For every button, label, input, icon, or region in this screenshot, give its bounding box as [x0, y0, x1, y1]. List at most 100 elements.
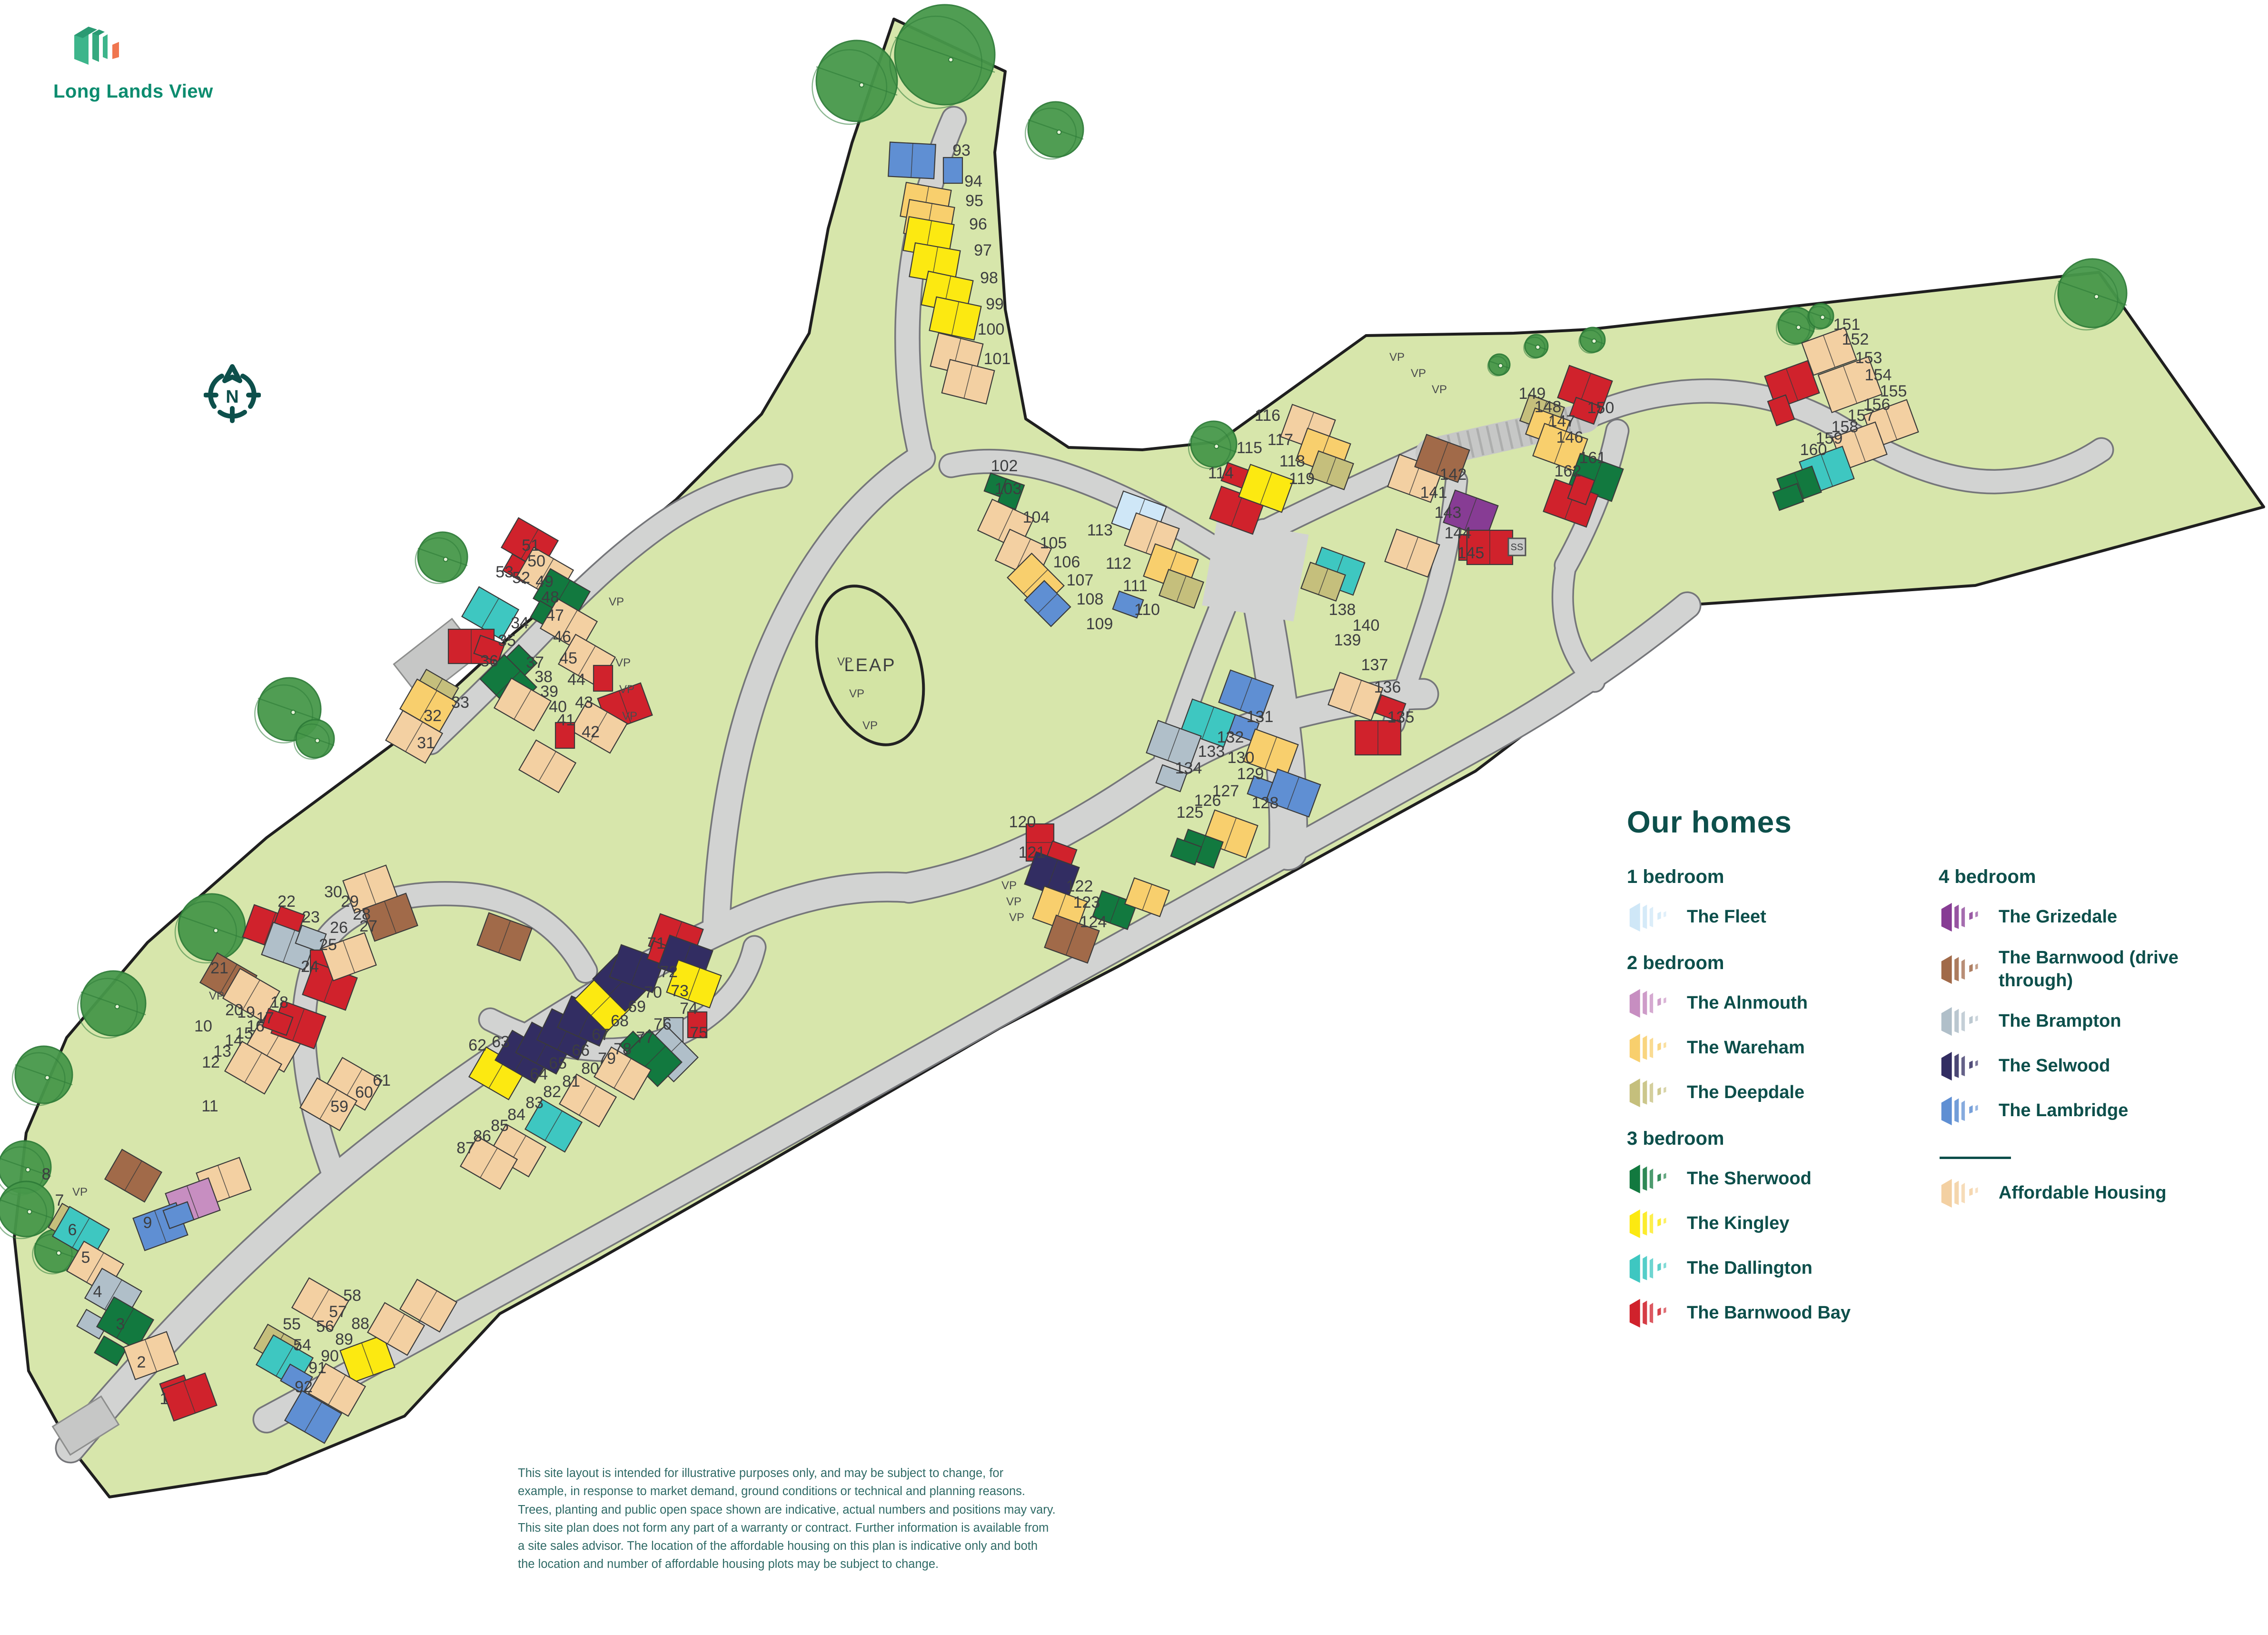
plot-number-52: 52 [512, 569, 530, 587]
plot-number-16: 16 [247, 1017, 265, 1035]
plot-number-78: 78 [614, 1040, 632, 1058]
house-plot-4-sh [94, 1335, 127, 1367]
long-lands-view-logo-icon [74, 27, 119, 65]
house-plot-34-da [461, 586, 520, 640]
house-type-icon [1629, 902, 1666, 932]
legend-item-label: The Kingley [1687, 1213, 1790, 1234]
plot-number-137: 137 [1361, 656, 1388, 674]
legend-item-bb: The Barnwood Bay [1627, 1298, 1893, 1328]
plot-number-102: 102 [991, 457, 1018, 475]
legend-item-al: The Alnmouth [1627, 988, 1893, 1019]
plot-number-92: 92 [295, 1378, 313, 1396]
plot-number-36: 36 [480, 652, 498, 670]
house-plot-150-bb [1557, 365, 1613, 414]
plot-number-83: 83 [525, 1094, 544, 1112]
legend-group-heading: 2 bedroom [1627, 952, 1724, 973]
plot-number-119: 119 [1289, 470, 1315, 488]
plot-number-49: 49 [535, 573, 554, 591]
legend-item-la: The Lambridge [1939, 1096, 2243, 1126]
plot-number-57: 57 [329, 1303, 347, 1321]
legend-group-heading: 4 bedroom [1939, 866, 2036, 887]
plot-number-40: 40 [549, 698, 567, 716]
legend-item-label: The Selwood [1999, 1056, 2110, 1076]
legend-item-label: The Grizedale [1999, 907, 2118, 927]
plot-number-62: 62 [468, 1036, 486, 1054]
plot-number-23: 23 [302, 908, 320, 926]
tree-icon [1024, 101, 1084, 160]
plot-number-120: 120 [1009, 813, 1036, 831]
plot-number-54: 54 [293, 1336, 311, 1354]
visitor-parking-label: VP [849, 687, 864, 700]
leap-label: LEAP [844, 655, 896, 675]
house-type-icon [1941, 955, 1978, 984]
legend-item-af: Affordable Housing [1939, 1178, 2243, 1209]
plot-number-70: 70 [644, 983, 662, 1001]
plot-number-74: 74 [680, 1000, 698, 1018]
plot-number-127: 127 [1212, 782, 1239, 800]
plot-number-64: 64 [530, 1065, 548, 1083]
plot-number-65: 65 [549, 1054, 567, 1072]
plot-number-145: 145 [1457, 544, 1485, 562]
house-type-icon [1629, 1298, 1666, 1328]
plot-number-134: 134 [1175, 759, 1202, 777]
house-type-icon [1941, 902, 1978, 932]
house-plot-28-bd [476, 912, 533, 961]
house-type-icon [1941, 1051, 1978, 1081]
house-type-icon [1629, 989, 1666, 1018]
plot-number-19: 19 [237, 1003, 255, 1021]
development-name: Long Lands View [53, 81, 213, 102]
plot-number-7: 7 [55, 1191, 64, 1209]
house-plot-150-bb [1569, 396, 1601, 425]
visitor-parking-label: VP [619, 683, 634, 696]
legend-item-sh: The Sherwood [1627, 1164, 1893, 1194]
plot-number-139: 139 [1334, 631, 1361, 649]
house-plot-41-af [518, 739, 577, 793]
plot-number-144: 144 [1445, 524, 1472, 542]
plot-number-17: 17 [256, 1009, 274, 1027]
plot-number-146: 146 [1556, 428, 1584, 446]
house-type-icon [1629, 1164, 1666, 1194]
plot-number-63: 63 [492, 1033, 510, 1051]
legend-item-label: The Alnmouth [1687, 993, 1808, 1013]
plot-number-12: 12 [202, 1053, 220, 1071]
house-plot-151-af [1801, 327, 1857, 376]
plot-number-84: 84 [507, 1106, 525, 1124]
tree-icon [1523, 334, 1549, 359]
house-plot-87-af [366, 1302, 426, 1356]
house-plot-11-la [162, 1201, 195, 1229]
plot-number-58: 58 [343, 1287, 361, 1305]
plot-number-66: 66 [572, 1041, 590, 1060]
north-compass-icon: N [204, 364, 261, 423]
house-plot-83-da [524, 1099, 583, 1153]
house-markers [48, 141, 1919, 1444]
house-plot-25-af [321, 932, 377, 981]
plot-number-116: 116 [1255, 406, 1280, 425]
legend-item-label: The Fleet [1687, 907, 1766, 927]
plot-number-42: 42 [582, 723, 600, 741]
plot-number-85: 85 [491, 1117, 509, 1135]
plot-number-158: 158 [1832, 418, 1859, 436]
house-plot-41-bb [555, 722, 575, 749]
disclaimer-text: This site layout is intended for illustr… [518, 1467, 1056, 1571]
legend-item-gr: The Grizedale [1939, 902, 2243, 932]
plot-number-122: 122 [1066, 877, 1093, 895]
plot-number-61: 61 [373, 1071, 391, 1090]
house-plot-129-wa [1243, 728, 1299, 778]
plot-number-21: 21 [210, 959, 228, 977]
house-plot-93-la [942, 157, 963, 184]
visitor-parking-label: VP [1001, 879, 1017, 892]
house-plot-79-af [593, 1046, 652, 1100]
legend-item-fl: The Fleet [1627, 902, 1893, 932]
plot-number-31: 31 [417, 734, 435, 752]
legend-item-label: Affordable Housing [1999, 1183, 2167, 1203]
plot-number-10: 10 [194, 1017, 212, 1035]
legend-item-label: The Wareham [1687, 1038, 1805, 1058]
plot-number-labels: 1234567891011121314151617181920212223242… [42, 141, 1907, 1408]
plot-number-136: 136 [1374, 678, 1401, 696]
plot-number-22: 22 [277, 892, 296, 911]
house-plot-126-wa [1124, 877, 1170, 917]
legend-group-heading: 3 bedroom [1627, 1128, 1724, 1149]
plot-number-94: 94 [964, 172, 982, 190]
house-plot-131-la [1218, 669, 1274, 719]
